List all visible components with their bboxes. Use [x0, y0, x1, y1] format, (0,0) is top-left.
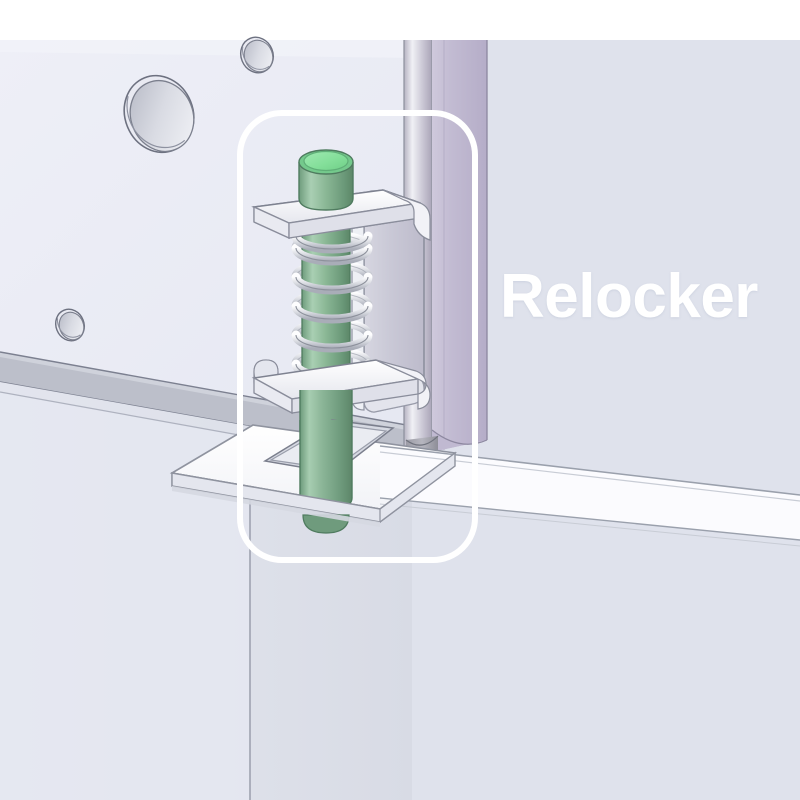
- relocker-pin-through-slot: [299, 420, 353, 510]
- relocker-pin-cap: [298, 149, 354, 211]
- callout-highlight: [237, 110, 478, 563]
- slotted-plate-underside: [172, 486, 380, 527]
- compression-spring-front: [291, 231, 373, 382]
- back-wall-bore-holes: [55, 36, 274, 342]
